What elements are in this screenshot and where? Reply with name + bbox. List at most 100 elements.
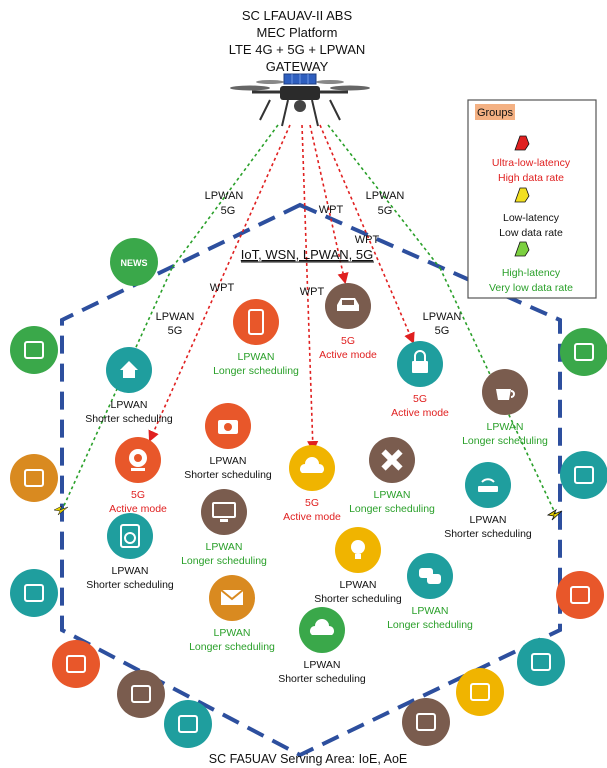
- device-label-network: 5G: [413, 393, 427, 405]
- phone-icon: [248, 309, 264, 335]
- device-node: LPWAN Shorter scheduling: [85, 347, 173, 425]
- device-label-mode: Longer scheduling: [462, 435, 548, 447]
- rss-icon: [560, 451, 607, 499]
- device-label-network: LPWAN: [412, 605, 449, 617]
- lightning-icon: [546, 508, 563, 521]
- device-label-mode: Shorter scheduling: [85, 413, 173, 425]
- touch-tablet-icon: [164, 700, 212, 748]
- device-circle: [201, 489, 247, 535]
- device-circle: [107, 513, 153, 559]
- device-label-network: LPWAN: [111, 399, 148, 411]
- header-line-3: LTE 4G + 5G + LPWAN: [229, 42, 366, 57]
- webcam-icon: [129, 449, 147, 471]
- device-circle: [233, 299, 279, 345]
- legend-title-bg: [475, 104, 515, 120]
- device-label-mode: Shorter scheduling: [278, 673, 366, 685]
- bank-icon: [10, 454, 58, 502]
- device-node: LPWAN Shorter scheduling: [86, 513, 174, 591]
- cloud-download-icon: [310, 619, 334, 635]
- car-icon: [337, 298, 359, 311]
- device-label-network: LPWAN: [206, 541, 243, 553]
- device-label-network: LPWAN: [374, 489, 411, 501]
- desk-lamp-icon: [402, 698, 450, 746]
- link-label: 5G: [435, 325, 450, 337]
- link-label: 5G: [221, 205, 236, 217]
- lightning-icon: [53, 505, 69, 516]
- legend: Groups Ultra-low-latency High data rate …: [467, 99, 597, 299]
- device-label-network: 5G: [131, 489, 145, 501]
- device-node: LPWAN Longer scheduling: [189, 575, 275, 653]
- device-node: 5G Active mode: [391, 341, 449, 419]
- device-label-mode: Shorter scheduling: [444, 528, 532, 540]
- legend-label: Very low data rate: [489, 282, 573, 294]
- lpwan-link-upper-right: [327, 124, 441, 269]
- shoe-icon: [514, 241, 530, 257]
- legend-item-ultra-low-latency: Ultra-low-latency High data rate: [492, 135, 571, 184]
- link-label: WPT: [210, 282, 235, 294]
- shoe-icon: [514, 135, 530, 151]
- device-label-mode: Longer scheduling: [213, 365, 299, 377]
- device-label-mode: Active mode: [109, 503, 167, 515]
- device-node: LPWAN Shorter scheduling: [184, 403, 272, 481]
- legend-label: High data rate: [498, 172, 564, 184]
- wpt-links: [148, 124, 415, 453]
- device-node: 5G Active mode: [109, 437, 167, 515]
- header-line-2: MEC Platform: [257, 25, 338, 40]
- home-icon: [120, 361, 138, 378]
- rss-tablet-icon: [456, 668, 504, 716]
- monitor-icon: [212, 502, 236, 522]
- device-label-mode: Active mode: [319, 349, 377, 361]
- satellite-icon: [381, 449, 403, 471]
- coffee-icon: [496, 389, 515, 400]
- center-label: IoT, WSN, LPWAN, 5G: [241, 247, 373, 262]
- device-label-mode: Active mode: [283, 511, 341, 523]
- device-circle: [465, 462, 511, 508]
- device-label-mode: Shorter scheduling: [86, 579, 174, 591]
- gamepad-icon: [10, 326, 58, 374]
- legend-label: Ultra-low-latency: [492, 157, 571, 169]
- device-node: LPWAN Longer scheduling: [387, 553, 473, 631]
- wpt-link-car: [309, 124, 349, 285]
- device-label-mode: Shorter scheduling: [314, 593, 402, 605]
- device-label-network: LPWAN: [304, 659, 341, 671]
- link-label: 5G: [168, 325, 183, 337]
- device-label-mode: Longer scheduling: [387, 619, 473, 631]
- device-label-network: LPWAN: [112, 565, 149, 577]
- device-node: LPWAN Shorter scheduling: [278, 607, 366, 685]
- router-icon: [478, 478, 498, 492]
- laptop-cloud-icon: [556, 571, 604, 619]
- news-text: NEWS: [121, 258, 148, 268]
- header-line-1: SC LFAUAV-II ABS: [242, 8, 353, 23]
- legend-label: Low data rate: [499, 227, 563, 239]
- link-label: 5G: [378, 205, 393, 217]
- tablet-cart-icon: [10, 569, 58, 617]
- device-label-network: LPWAN: [210, 455, 247, 467]
- legend-item-high-latency: High-latency Very low data rate: [489, 241, 573, 294]
- device-label-mode: Longer scheduling: [181, 555, 267, 567]
- link-label: LPWAN: [205, 190, 244, 202]
- link-label: WPT: [355, 234, 380, 246]
- shoe-icon: [514, 187, 530, 203]
- drone-icon: [230, 73, 370, 127]
- device-label-mode: Shorter scheduling: [184, 469, 272, 481]
- device-label-mode: Active mode: [391, 407, 449, 419]
- bulb-icon: [351, 540, 365, 559]
- device-label-mode: Longer scheduling: [189, 641, 275, 653]
- device-label-network: LPWAN: [214, 627, 251, 639]
- device-label-network: LPWAN: [340, 579, 377, 591]
- link-label: LPWAN: [366, 190, 405, 202]
- legend-label: Low-latency: [503, 212, 560, 224]
- header-line-4: GATEWAY: [266, 59, 329, 74]
- header-title: SC LFAUAV-II ABS MEC Platform LTE 4G + 5…: [229, 8, 366, 74]
- link-label: LPWAN: [156, 311, 195, 323]
- link-labels: LPWAN 5G LPWAN 5G LPWAN 5G LPWAN 5G WPT …: [156, 190, 462, 337]
- shield-icon: [517, 638, 565, 686]
- legend-label: High-latency: [502, 267, 561, 279]
- legend-item-low-latency: Low-latency Low data rate: [499, 187, 563, 239]
